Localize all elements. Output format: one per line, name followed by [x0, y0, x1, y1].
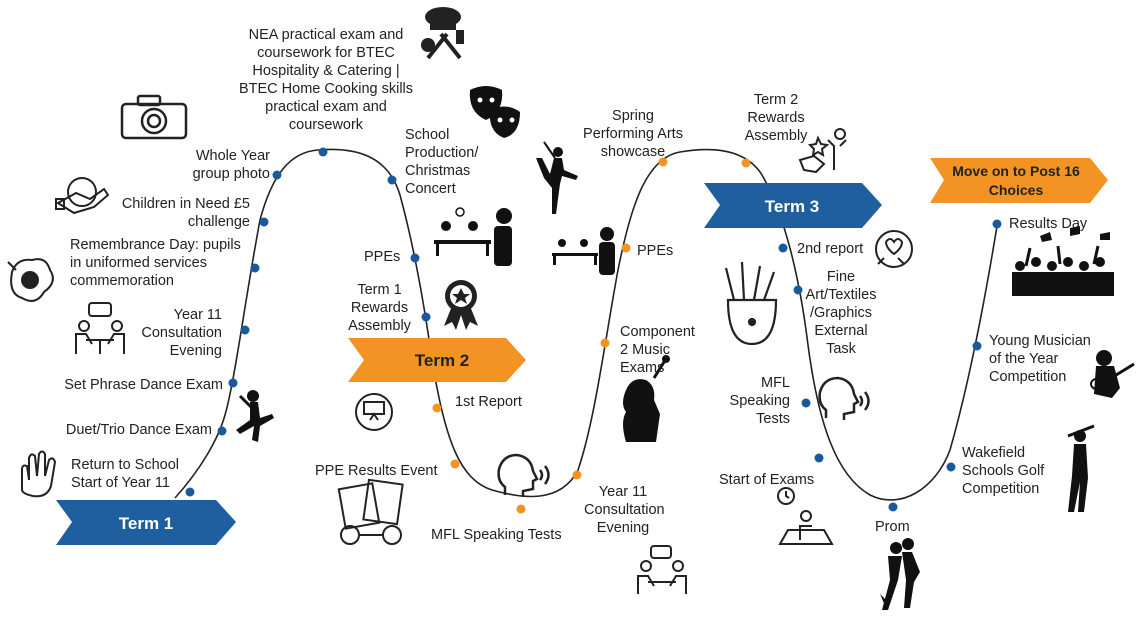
dot-mfl1 [516, 504, 526, 514]
poppy-icon [7, 258, 54, 302]
label-return-to-school: Return to School Start of Year 11 [71, 457, 180, 491]
dot-return [185, 487, 195, 497]
dot-mfl2 [801, 398, 811, 408]
label-results-day: Results Day [1009, 216, 1088, 232]
label-music-exams: Component 2 Music Exams [620, 324, 695, 376]
dot-cin [259, 217, 269, 227]
label-rewards-1: Term 1 Rewards Assembly [348, 282, 411, 334]
label-year-photo: Whole Year group photo [192, 148, 270, 182]
dot-ppes2 [621, 243, 631, 253]
label-duet-trio: Duet/Trio Dance Exam [65, 422, 212, 438]
report-icon-2 [875, 230, 913, 268]
label-young-musician: Young Musician of the Year Competition [989, 333, 1091, 385]
label-remembrance: Remembrance Day: pupils in uniformed ser… [70, 237, 241, 289]
dot-remembrance [250, 263, 260, 273]
dot-start-exams [814, 453, 824, 463]
dot-rewards2 [741, 158, 751, 168]
term1-label: Term 1 [119, 514, 174, 533]
reward-hand-icon [798, 128, 847, 174]
timeline-dots [185, 147, 1002, 514]
dot-music [600, 338, 610, 348]
dancing-couple-icon [880, 538, 920, 610]
report-icon [355, 393, 393, 431]
label-ppes-1: PPEs [364, 249, 401, 265]
post16-line2: Choices [989, 182, 1044, 198]
dot-consult2 [572, 470, 582, 480]
musician-icon [1090, 350, 1135, 398]
dot-spring [658, 157, 668, 167]
dot-consult1 [240, 325, 250, 335]
dot-art [793, 285, 803, 295]
term3-label: Term 3 [765, 197, 820, 216]
consultation-icon [75, 302, 125, 354]
term3-banner: Term 3 [704, 183, 882, 228]
dot-nea [318, 147, 328, 157]
trophy-medal-icon [444, 280, 478, 330]
term2-banner: Term 2 [348, 338, 526, 382]
speaking-head-icon-2 [818, 376, 870, 420]
golfer-icon [1067, 424, 1095, 512]
label-rewards-2: Term 2 Rewards Assembly [744, 92, 808, 144]
ballerina-icon [536, 141, 578, 214]
label-school-production: School Production/ Christmas Concert [405, 127, 479, 197]
theatre-masks-icon [469, 86, 520, 138]
exam-desk-icon [434, 207, 512, 266]
label-prom: Prom [875, 519, 910, 535]
dot-rewards1 [421, 312, 431, 322]
label-spring-showcase: Spring Performing Arts showcase [583, 108, 683, 160]
dot-golf [946, 462, 956, 472]
label-ppe-results: PPE Results Event [315, 463, 438, 479]
post16-banner: Move on to Post 16 Choices [930, 158, 1108, 203]
camera-icon [120, 94, 188, 140]
dot-musician [972, 341, 982, 351]
singer-icon [623, 355, 670, 442]
label-consultation-1: Year 11 Consultation Evening [141, 307, 222, 359]
documents-icon [337, 478, 404, 545]
dot-first-report [432, 403, 442, 413]
dot-production [387, 175, 397, 185]
consultation-icon-2 [637, 545, 687, 594]
label-consultation-2: Year 11 Consultation Evening [584, 484, 665, 536]
exam-desk-icon-2 [552, 227, 615, 275]
speaking-head-icon [497, 453, 550, 497]
label-first-report: 1st Report [455, 394, 522, 410]
label-art-exam: Fine Art/Textiles /Graphics External Tas… [805, 269, 877, 357]
dot-ppe-results [450, 459, 460, 469]
dot-set-phrase [228, 378, 238, 388]
label-second-report: 2nd report [797, 241, 864, 257]
label-mfl-2: MFL Speaking Tests [729, 375, 790, 427]
dot-results [992, 219, 1002, 229]
dot-prom [888, 502, 898, 512]
label-golf: Wakefield Schools Golf Competition [962, 445, 1045, 497]
exam-clock-icon [777, 487, 834, 545]
handshake-icon [55, 177, 110, 215]
label-start-exams: Start of Exams [719, 472, 815, 488]
dot-duet [217, 426, 227, 436]
paint-brushes-icon [724, 261, 778, 346]
chef-utensils-icon [421, 7, 464, 60]
term2-label: Term 2 [415, 351, 470, 370]
label-mfl-1: MFL Speaking Tests [431, 527, 562, 543]
label-ppes-2: PPEs [637, 243, 674, 259]
label-children-in-need: Children in Need £5 challenge [121, 196, 250, 230]
dot-second-report [778, 243, 788, 253]
label-nea: NEA practical exam and coursework for BT… [238, 27, 414, 133]
post16-line1: Move on to Post 16 [952, 163, 1080, 179]
dot-ppes1 [410, 253, 420, 263]
waving-hand-icon [21, 450, 57, 498]
dancer-icon [236, 390, 274, 442]
dot-photo [272, 170, 282, 180]
label-set-phrase: Set Phrase Dance Exam [64, 377, 223, 393]
graduation-crowd-icon [1012, 226, 1114, 296]
term1-banner: Term 1 [56, 500, 236, 545]
